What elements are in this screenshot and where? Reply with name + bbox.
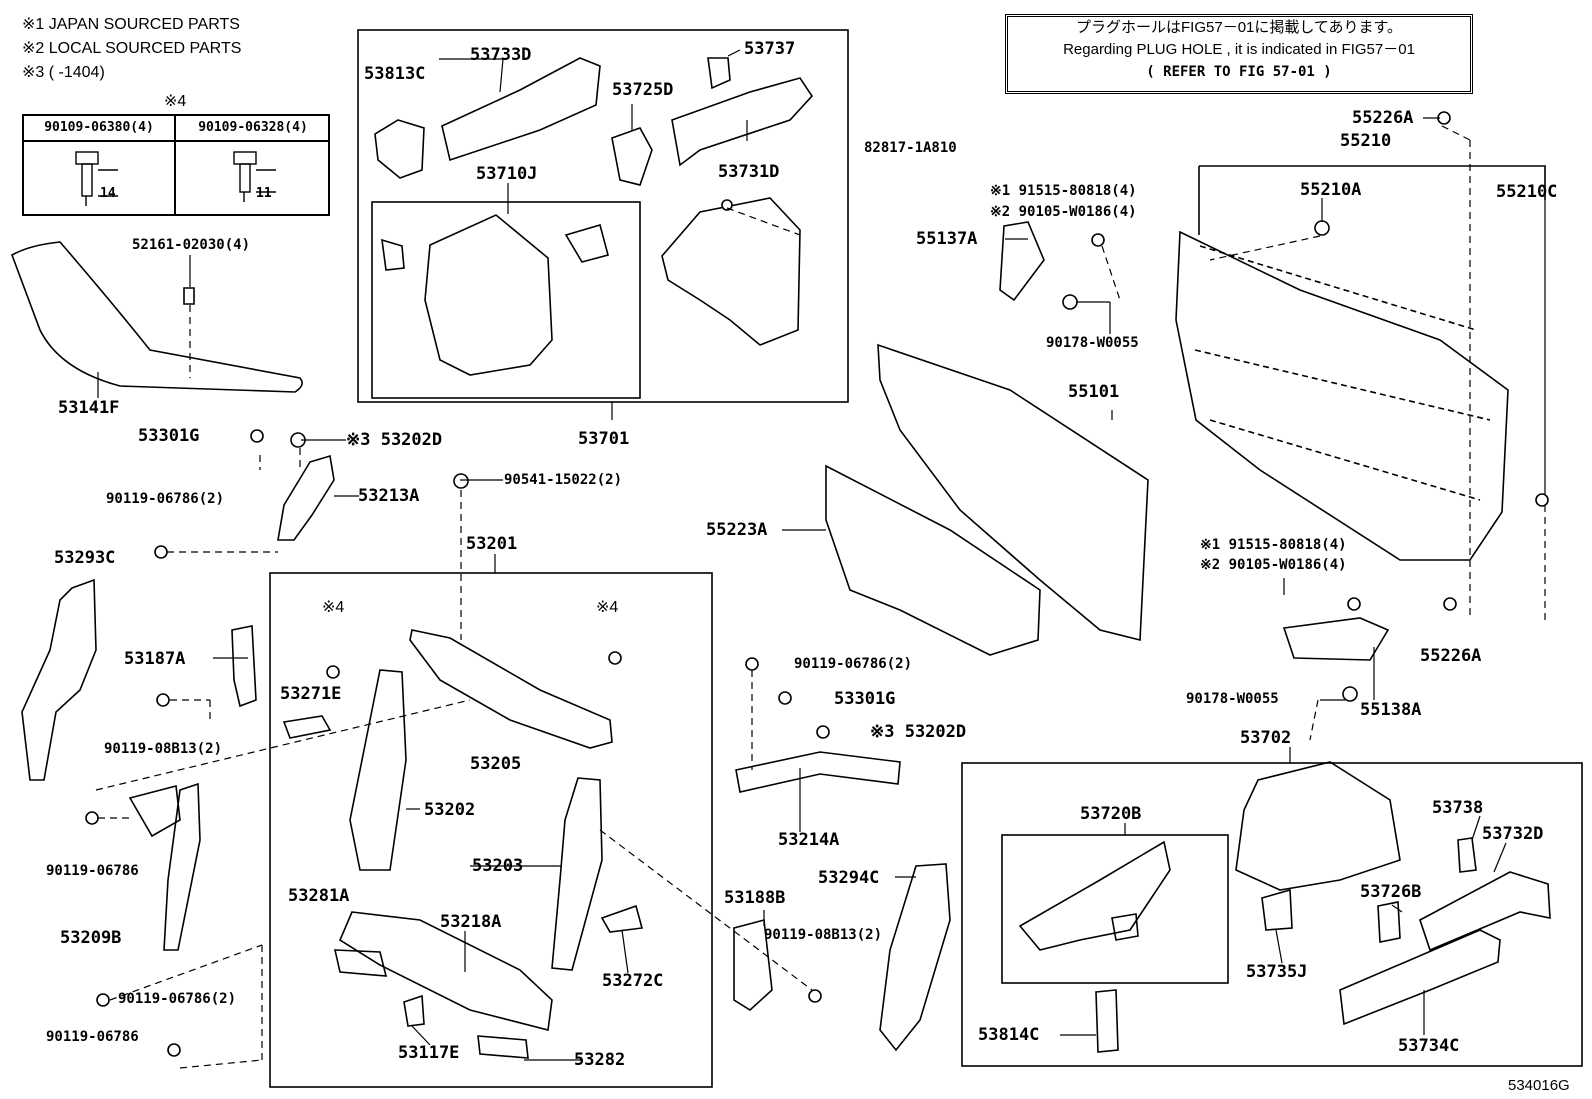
part-label-53201[interactable]: 53201 xyxy=(466,534,518,554)
part-label-91515-80818-bottom[interactable]: ※1 91515-80818(4) xyxy=(1200,537,1347,553)
part-label-53272C[interactable]: 53272C xyxy=(602,971,664,991)
reference-line-en: Regarding PLUG HOLE , it is indicated in… xyxy=(1063,41,1415,58)
part-label-55223A[interactable]: 55223A xyxy=(706,520,768,540)
part-label-53202[interactable]: 53202 xyxy=(424,800,476,820)
part-label-82817-1A810[interactable]: 82817-1A810 xyxy=(864,140,957,156)
part-label-90119-08B13-left[interactable]: 90119-08B13(2) xyxy=(104,741,223,757)
bolt-cell-right: 90109-06328(4) 11 xyxy=(176,116,330,214)
mark-4-left: ※4 xyxy=(322,599,345,616)
note-japan-sourced: ※1 JAPAN SOURCED PARTS xyxy=(22,16,240,33)
part-label-90541-15022[interactable]: 90541-15022(2) xyxy=(504,472,623,488)
part-label-90119-08B13-right[interactable]: 90119-08B13(2) xyxy=(764,927,883,943)
part-label-53209B[interactable]: 53209B xyxy=(60,928,122,948)
part-label-53213A[interactable]: 53213A xyxy=(358,486,420,506)
part-label-55226A-bottom[interactable]: 55226A xyxy=(1420,646,1482,666)
part-label-53726B[interactable]: 53726B xyxy=(1360,882,1422,902)
reference-line-fig: ( REFER TO FIG 57-01 ) xyxy=(1146,64,1332,80)
reference-line-jp: プラグホールはFIG57－01に掲載してあります。 xyxy=(1076,19,1402,36)
reference-note-box: プラグホールはFIG57－01に掲載してあります。 Regarding PLUG… xyxy=(1005,14,1473,94)
part-label-53205[interactable]: 53205 xyxy=(470,754,522,774)
part-label-53294C[interactable]: 53294C xyxy=(818,868,880,888)
note-local-sourced: ※2 LOCAL SOURCED PARTS xyxy=(22,40,242,57)
part-label-90105-W0186-bottom[interactable]: ※2 90105-W0186(4) xyxy=(1200,557,1347,573)
part-label-53188B[interactable]: 53188B xyxy=(724,888,786,908)
part-label-90119-06786-mid[interactable]: 90119-06786 xyxy=(46,863,139,879)
part-label-90119-06786-2-bottom[interactable]: 90119-06786(2) xyxy=(118,991,237,1007)
group-box-53201 xyxy=(269,572,713,1088)
part-label-53702[interactable]: 53702 xyxy=(1240,728,1292,748)
part-label-53271E[interactable]: 53271E xyxy=(280,684,342,704)
part-label-53214A[interactable]: 53214A xyxy=(778,830,840,850)
part-label-90119-06786-bottom[interactable]: 90119-06786 xyxy=(46,1029,139,1045)
bolt-right-length: 11 xyxy=(256,186,272,201)
note-date-range: ※3 ( -1404) xyxy=(22,64,105,81)
bolt-left-part: 90109-06380(4) xyxy=(24,116,174,142)
part-label-53202D-right[interactable]: ※3 53202D xyxy=(870,722,967,742)
part-label-53301G-right[interactable]: 53301G xyxy=(834,689,896,709)
part-label-55138A[interactable]: 55138A xyxy=(1360,700,1422,720)
part-label-53737[interactable]: 53737 xyxy=(744,39,796,59)
part-label-53734C[interactable]: 53734C xyxy=(1398,1036,1460,1056)
bolt-table: 90109-06380(4) 14 90109-06328(4) xyxy=(22,114,330,216)
part-label-53141F[interactable]: 53141F xyxy=(58,398,120,418)
part-label-90105-W0186-top[interactable]: ※2 90105-W0186(4) xyxy=(990,204,1137,220)
part-label-55137A[interactable]: 55137A xyxy=(916,229,978,249)
bolt-left-length: 14 xyxy=(100,186,116,201)
bolt-left-icon xyxy=(75,151,118,206)
part-label-53187A[interactable]: 53187A xyxy=(124,649,186,669)
part-label-90178-W0055-bottom[interactable]: 90178-W0055 xyxy=(1186,691,1279,707)
part-label-53720B[interactable]: 53720B xyxy=(1080,804,1142,824)
part-label-53293C[interactable]: 53293C xyxy=(54,548,116,568)
part-label-53813C[interactable]: 53813C xyxy=(364,64,426,84)
part-label-53814C[interactable]: 53814C xyxy=(978,1025,1040,1045)
part-label-53738[interactable]: 53738 xyxy=(1432,798,1484,818)
part-label-53710J[interactable]: 53710J xyxy=(476,164,538,184)
bolt-right-part: 90109-06328(4) xyxy=(176,116,330,142)
part-label-53701[interactable]: 53701 xyxy=(578,429,630,449)
group-box-53701 xyxy=(357,29,849,403)
part-label-55210[interactable]: 55210 xyxy=(1340,131,1392,151)
part-label-90178-W0055-top[interactable]: 90178-W0055 xyxy=(1046,335,1139,351)
mark-4-right: ※4 xyxy=(596,599,619,616)
part-53141F-shape xyxy=(11,241,303,393)
part-label-55226A-top[interactable]: 55226A xyxy=(1352,108,1414,128)
part-label-55210A[interactable]: 55210A xyxy=(1300,180,1362,200)
bolt-cell-left: 90109-06380(4) 14 xyxy=(24,116,176,214)
part-label-53281A[interactable]: 53281A xyxy=(288,886,350,906)
part-label-90119-06786-2-top[interactable]: 90119-06786(2) xyxy=(106,491,225,507)
part-label-53732D[interactable]: 53732D xyxy=(1482,824,1544,844)
part-label-53203[interactable]: 53203 xyxy=(472,856,524,876)
part-label-53735J[interactable]: 53735J xyxy=(1246,962,1308,982)
figure-id: 534016G xyxy=(1508,1077,1570,1094)
part-label-53282[interactable]: 53282 xyxy=(574,1050,626,1070)
part-label-53202D-left[interactable]: ※3 53202D xyxy=(346,430,443,450)
note-mark-4: ※4 xyxy=(164,93,187,110)
bolt-right-icon xyxy=(233,151,276,202)
part-label-91515-80818-top[interactable]: ※1 91515-80818(4) xyxy=(990,183,1137,199)
subgroup-box-53720B xyxy=(1001,834,1229,984)
part-label-53117E[interactable]: 53117E xyxy=(398,1043,460,1063)
part-label-55210C[interactable]: 55210C xyxy=(1496,182,1558,202)
part-label-53301G-left[interactable]: 53301G xyxy=(138,426,200,446)
group-box-53702 xyxy=(961,762,1583,1067)
part-label-53731D[interactable]: 53731D xyxy=(718,162,780,182)
part-label-53725D[interactable]: 53725D xyxy=(612,80,674,100)
part-label-52161-02030[interactable]: 52161-02030(4) xyxy=(132,237,251,253)
part-label-53218A[interactable]: 53218A xyxy=(440,912,502,932)
part-label-90119-06786-2-right[interactable]: 90119-06786(2) xyxy=(794,656,913,672)
part-label-55101[interactable]: 55101 xyxy=(1068,382,1120,402)
subgroup-box-53710J xyxy=(371,201,641,399)
part-label-53733D[interactable]: 53733D xyxy=(470,45,532,65)
